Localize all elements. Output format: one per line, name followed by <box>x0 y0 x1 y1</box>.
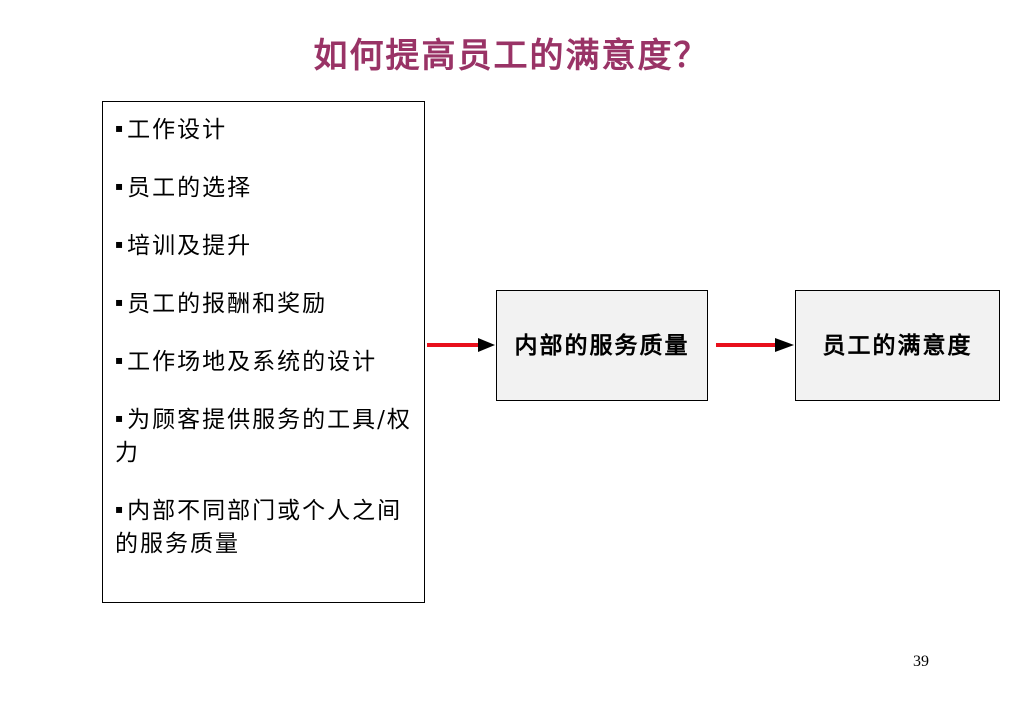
arrow-head <box>775 338 794 352</box>
factor-label: 为顾客提供服务的工具/权力 <box>115 407 412 466</box>
square-bullet-icon: ▪ <box>115 237 126 251</box>
factor-item: ▪为顾客提供服务的工具/权力 <box>115 402 412 470</box>
factor-label: 员工的报酬和奖励 <box>127 291 328 317</box>
node-label: 员工的满意度 <box>822 331 973 359</box>
node-label: 内部的服务质量 <box>514 331 690 359</box>
square-bullet-icon: ▪ <box>115 295 126 309</box>
factor-item: ▪工作场地及系统的设计 <box>115 344 412 379</box>
internal-service-quality-node: 内部的服务质量 <box>496 290 708 401</box>
factor-item: ▪内部不同部门或个人之间的服务质量 <box>115 493 412 561</box>
square-bullet-icon: ▪ <box>115 502 126 516</box>
square-bullet-icon: ▪ <box>115 353 126 367</box>
factor-list-box: ▪工作设计 ▪员工的选择 ▪培训及提升 ▪员工的报酬和奖励 ▪工作场地及系统的设… <box>102 101 425 603</box>
arrow-right-icon <box>427 338 495 352</box>
square-bullet-icon: ▪ <box>115 411 126 425</box>
factor-item: ▪员工的选择 <box>115 170 412 205</box>
factor-label: 员工的选择 <box>127 175 253 201</box>
slide-title: 如何提高员工的满意度？ <box>313 36 710 76</box>
factor-label: 内部不同部门或个人之间的服务质量 <box>115 498 403 557</box>
factor-label: 工作设计 <box>127 117 228 143</box>
square-bullet-icon: ▪ <box>115 179 126 193</box>
page-number: 39 <box>913 653 929 670</box>
square-bullet-icon: ▪ <box>115 121 126 135</box>
arrow-head <box>478 338 495 352</box>
factor-item: ▪培训及提升 <box>115 228 412 263</box>
factor-item: ▪员工的报酬和奖励 <box>115 286 412 321</box>
arrow-right-icon <box>716 338 794 352</box>
employee-satisfaction-node: 员工的满意度 <box>795 290 1000 401</box>
factor-label: 工作场地及系统的设计 <box>127 349 378 375</box>
factor-item: ▪工作设计 <box>115 112 412 147</box>
factor-label: 培训及提升 <box>127 233 253 259</box>
